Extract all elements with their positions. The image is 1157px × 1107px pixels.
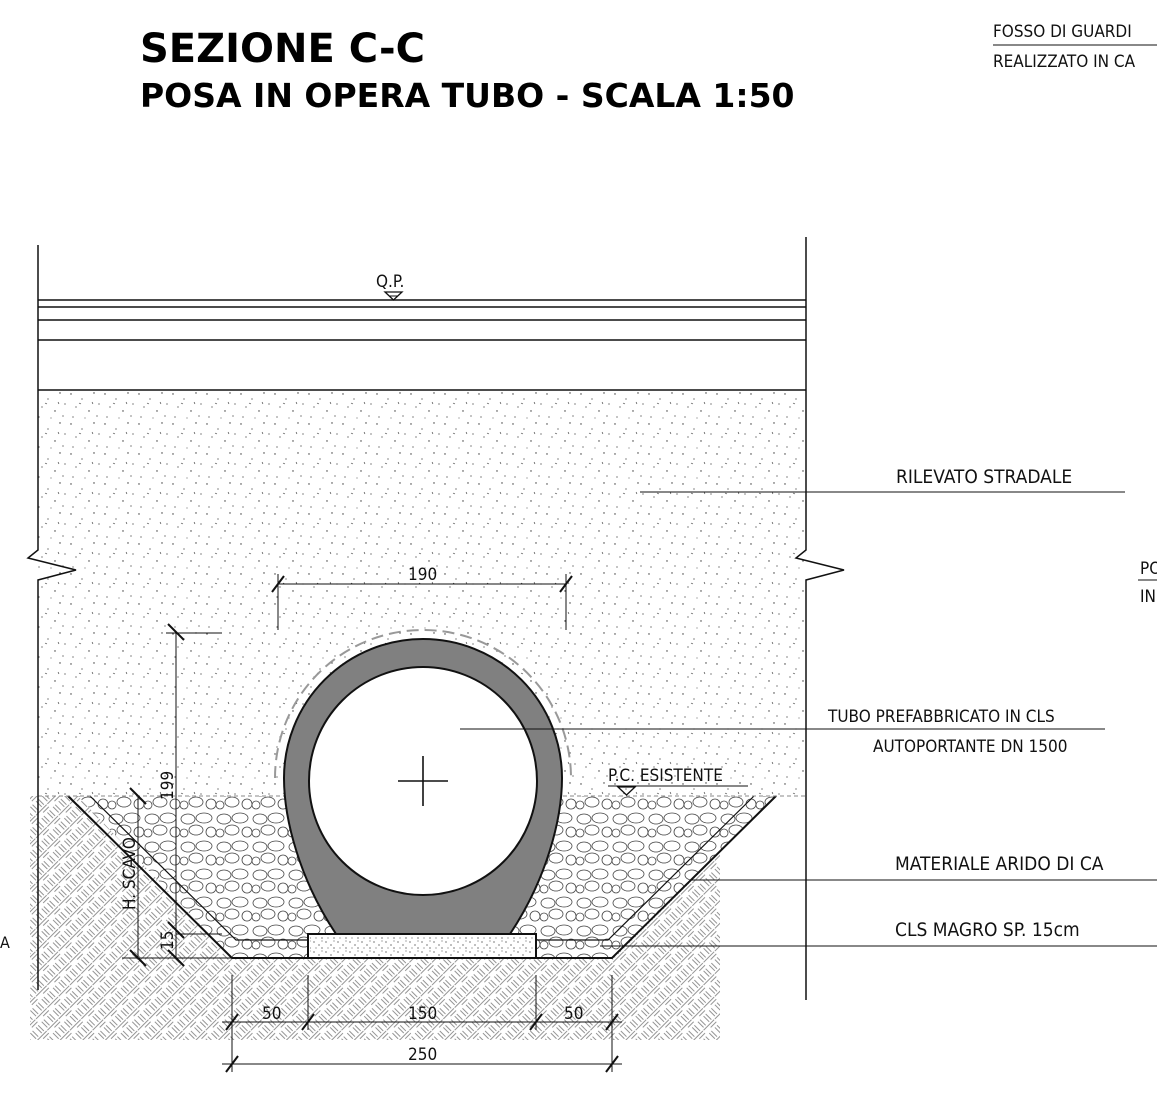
dim-row1-tick-536 bbox=[529, 1013, 543, 1031]
natural-soil-hatch bbox=[30, 796, 776, 1040]
right-break-line bbox=[794, 237, 845, 1000]
dim-hscavo-tick-top bbox=[129, 787, 147, 805]
title-main: SEZIONE C-C bbox=[140, 26, 425, 72]
dim-15-label: 15 bbox=[158, 931, 178, 950]
dim-250-label: 250 bbox=[408, 1045, 437, 1065]
callout-backfill: MATERIALE ARIDO DI CA bbox=[895, 853, 1104, 875]
label-pc-esistente: P.C. ESISTENTE bbox=[608, 766, 723, 786]
blinding-texture bbox=[310, 936, 534, 956]
dim-150-label: 150 bbox=[408, 1004, 437, 1024]
note-in: IN bbox=[1140, 587, 1156, 607]
dim-190-tick-left bbox=[271, 575, 285, 593]
dim-190-label: 190 bbox=[408, 565, 437, 585]
callout-blinding: CLS MAGRO SP. 15cm bbox=[895, 919, 1080, 941]
callout-embankment: RILEVATO STRADALE bbox=[896, 466, 1072, 488]
pc-level-marker bbox=[616, 786, 637, 796]
label-qp: Q.P. bbox=[376, 272, 404, 292]
dim-row1-tick-232 bbox=[225, 1013, 239, 1031]
title-sub: POSA IN OPERA TUBO - SCALA 1:50 bbox=[140, 76, 795, 115]
dim-199-tick-top bbox=[167, 623, 185, 641]
callout-pipe-1: TUBO PREFABBRICATO IN CLS bbox=[827, 707, 1055, 727]
dim-row2-tick-left bbox=[225, 1055, 239, 1073]
dim-row1-tick-308 bbox=[301, 1013, 315, 1031]
note-fosso: FOSSO DI GUARDI bbox=[993, 22, 1132, 42]
dim-row1-tick-612 bbox=[605, 1013, 619, 1031]
left-break-line bbox=[26, 245, 77, 990]
dim-row2-tick-right bbox=[605, 1055, 619, 1073]
dim-50-left-label: 50 bbox=[262, 1004, 281, 1024]
callout-pipe-2: AUTOPORTANTE DN 1500 bbox=[873, 737, 1067, 757]
dim-199-label: 199 bbox=[158, 771, 178, 800]
dim-190-tick-right bbox=[559, 575, 573, 593]
note-po: PO bbox=[1140, 559, 1157, 579]
dim-15-tick-bottom bbox=[167, 949, 185, 967]
dim-50-right-label: 50 bbox=[564, 1004, 583, 1024]
dim-15-tick-top bbox=[167, 921, 185, 939]
dim-hscavo-label: H. SCAVO bbox=[120, 837, 140, 910]
note-left-a: A bbox=[0, 933, 10, 952]
note-realizzato: REALIZZATO IN CA bbox=[993, 52, 1136, 72]
